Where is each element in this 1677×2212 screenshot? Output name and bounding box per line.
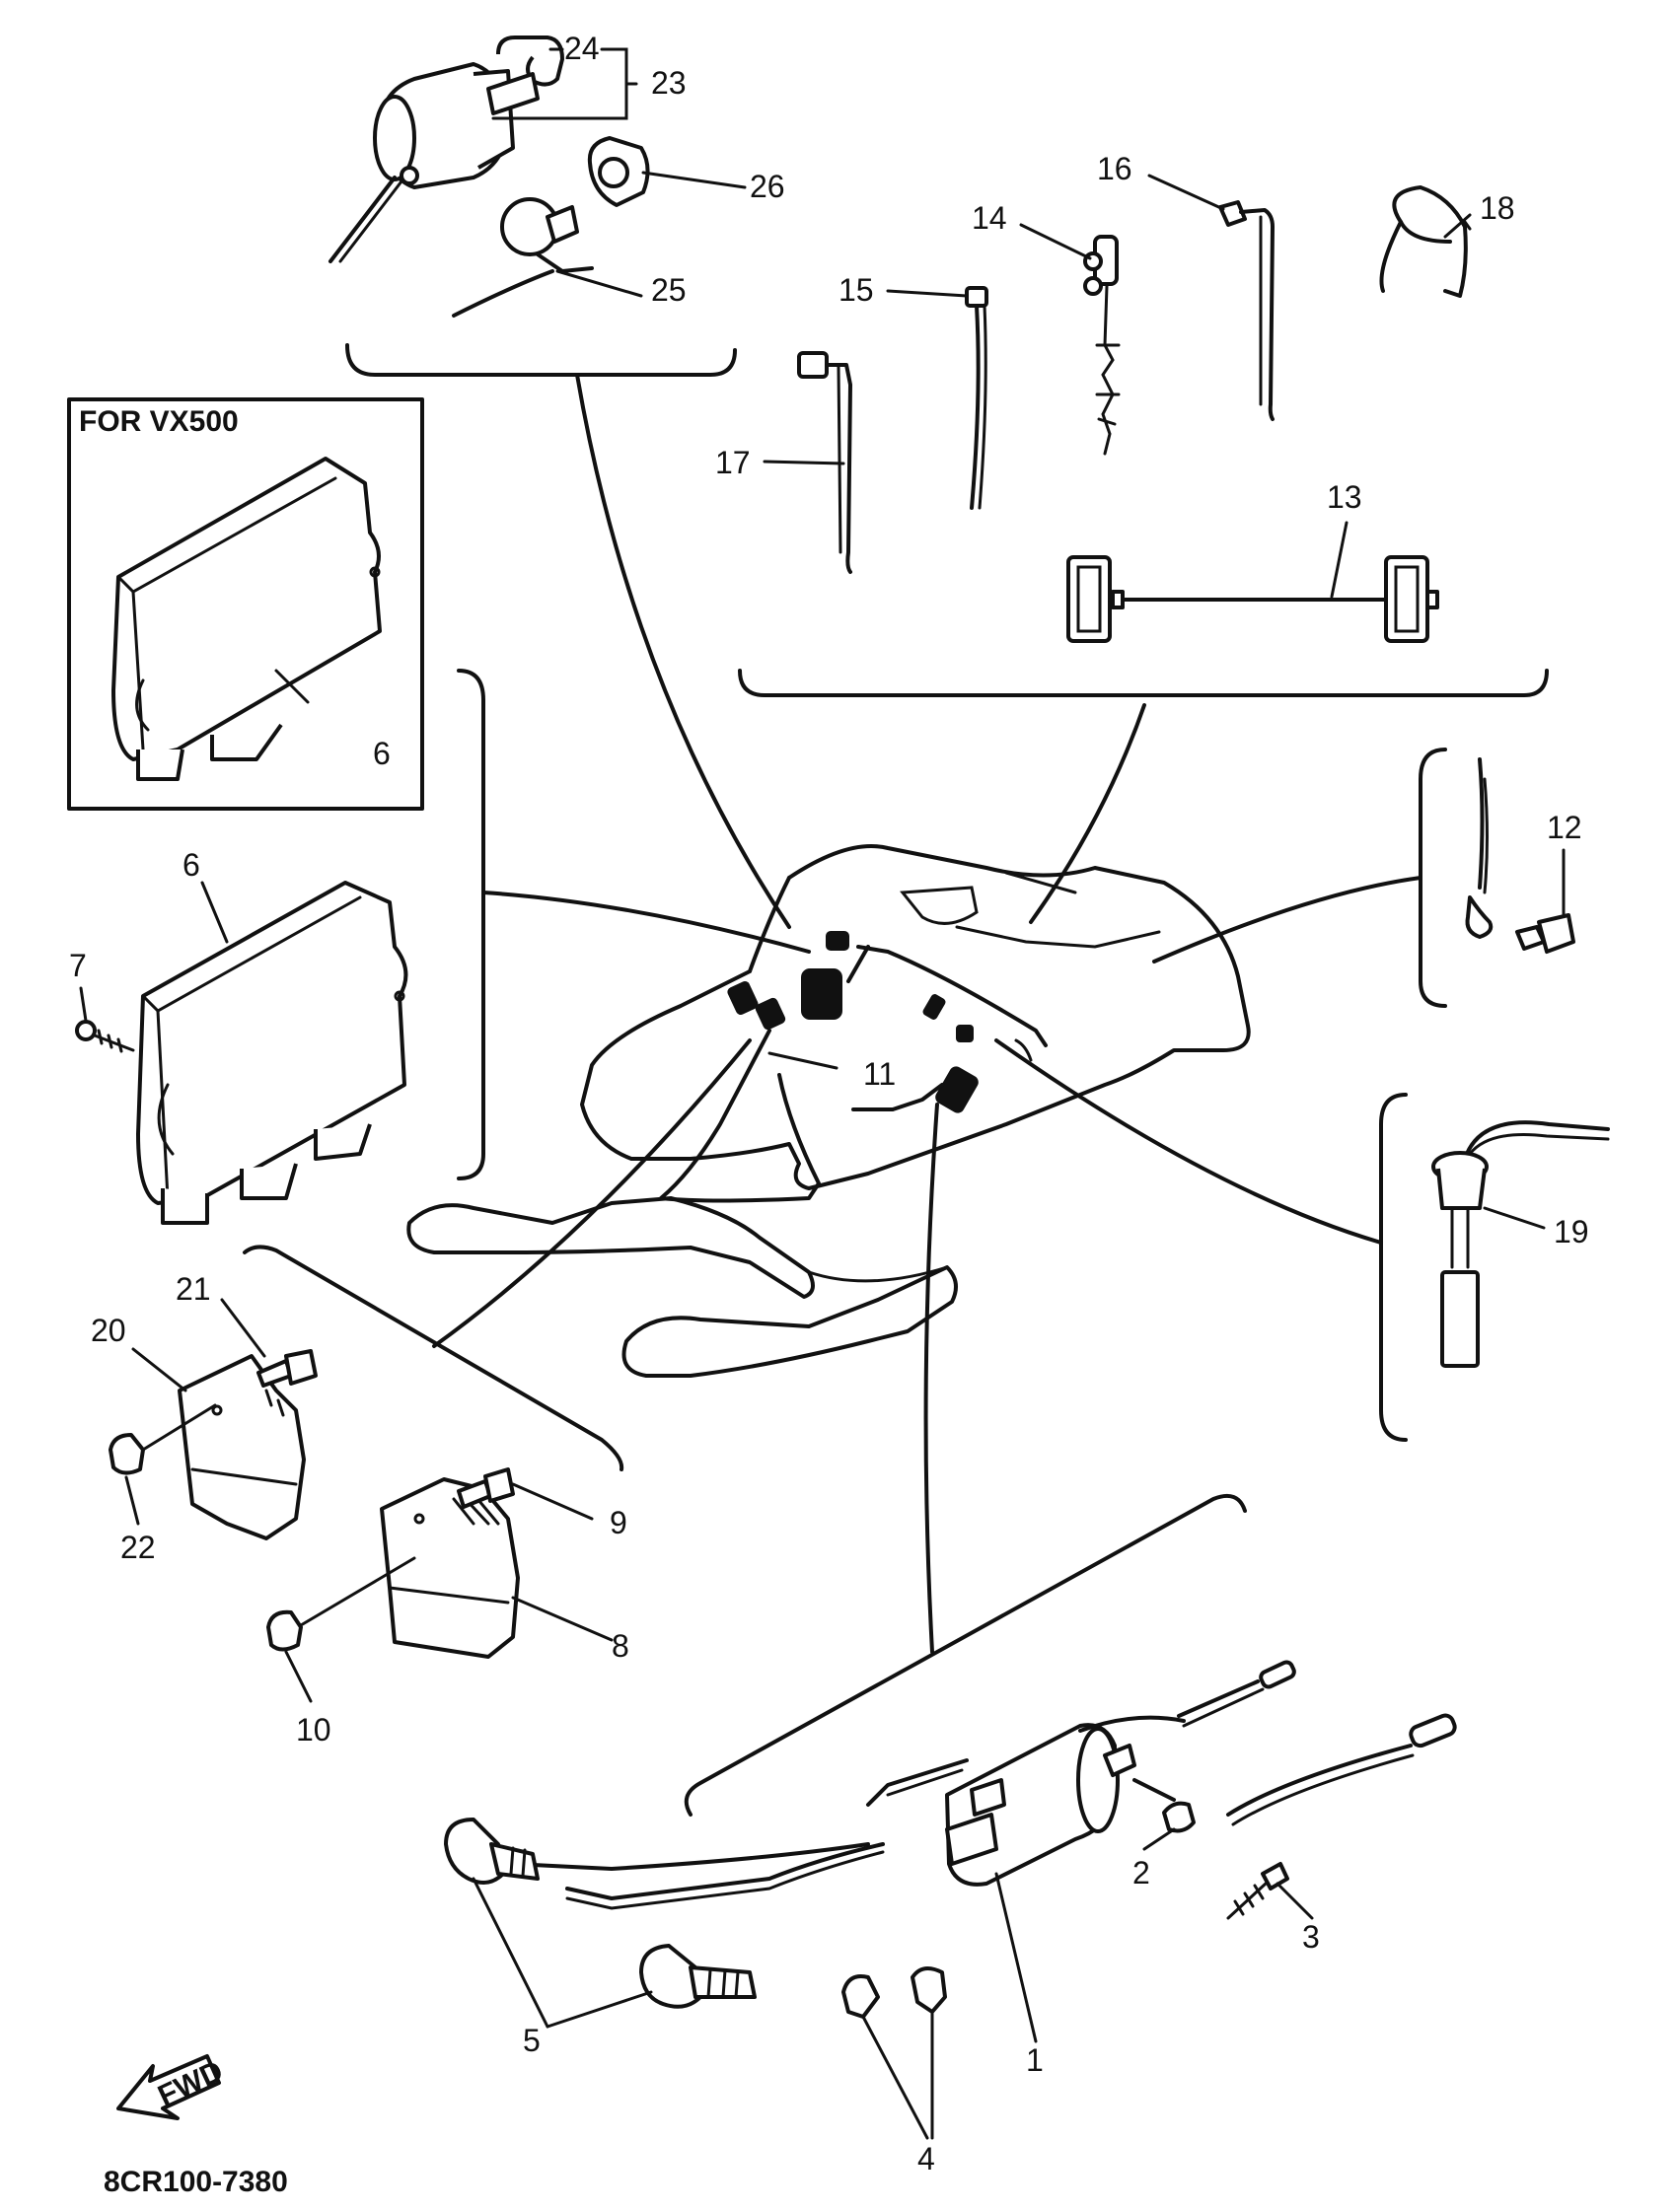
- unit-20: [178, 1354, 306, 1540]
- sender-19: [1431, 1120, 1610, 1368]
- callout-7: 7: [69, 948, 87, 983]
- screw-7: [75, 1020, 135, 1053]
- snowmobile-chassis: [406, 844, 1251, 1378]
- plug-14: [1083, 235, 1121, 456]
- callout-leaders: [79, 47, 1566, 2140]
- wire-16: [1218, 200, 1275, 421]
- nut-22: [109, 1433, 145, 1475]
- callout-13: 13: [1327, 479, 1362, 515]
- callout-18: 18: [1480, 190, 1515, 226]
- ecu-6: [136, 881, 408, 1225]
- callout-9: 9: [610, 1505, 627, 1540]
- callout-11: 11: [863, 1056, 896, 1092]
- connector-17: [797, 351, 852, 574]
- callout-24: 24: [564, 31, 600, 66]
- wire-harness: [659, 931, 1048, 1203]
- plug-cap-5a: [444, 1818, 540, 1885]
- screw-3: [1226, 1862, 1289, 1920]
- clip-18: [1379, 185, 1468, 298]
- ignition-coil-1: [511, 1660, 1457, 1910]
- inset-caption: FOR VX500: [79, 405, 239, 438]
- wire-15: [965, 286, 988, 510]
- callout-14: 14: [972, 200, 1007, 236]
- ground-lead: [1465, 757, 1494, 939]
- callout-5: 5: [523, 2023, 541, 2058]
- callout-23: 23: [651, 65, 687, 101]
- bolt-9: [457, 1467, 515, 1509]
- figure-code: 8CR100-7380: [104, 2166, 288, 2198]
- callout-15: 15: [838, 272, 874, 308]
- callout-21: 21: [176, 1271, 211, 1307]
- unit-8: [380, 1477, 520, 1659]
- callout-16: 16: [1097, 151, 1132, 186]
- callout-labels: 1 2 3 4 5 6 6 7 8 9 10 11 12 13 14 15 16…: [69, 31, 1589, 2176]
- callout-26: 26: [750, 169, 785, 204]
- bolt-12: [1515, 913, 1575, 954]
- vx500-inset: FOR VX500: [67, 397, 424, 811]
- callout-6-inset: 6: [373, 736, 391, 771]
- callout-2: 2: [1132, 1855, 1150, 1891]
- key-24: [486, 36, 564, 115]
- bolt-21: [256, 1349, 318, 1388]
- callout-17: 17: [715, 445, 751, 480]
- callout-10: 10: [296, 1712, 331, 1748]
- forward-arrow: FWD: [116, 2054, 228, 2120]
- callout-19: 19: [1554, 1214, 1589, 1249]
- main-switch-23: [328, 62, 515, 263]
- kill-switch-25: [452, 197, 594, 318]
- callout-8: 8: [612, 1628, 629, 1664]
- plug-cap-5b: [639, 1944, 757, 2009]
- terminal-2: [1162, 1801, 1196, 1833]
- callout-22: 22: [120, 1530, 156, 1565]
- clamp-4: [841, 1966, 947, 2019]
- group-brackets: [243, 343, 1549, 1817]
- callout-12: 12: [1547, 810, 1582, 845]
- callout-6: 6: [182, 847, 200, 883]
- callout-3: 3: [1302, 1919, 1320, 1955]
- nut-10: [266, 1609, 303, 1652]
- callout-1: 1: [1026, 2042, 1044, 2078]
- collar-26: [587, 136, 650, 207]
- callout-20: 20: [91, 1313, 126, 1348]
- callout-25: 25: [651, 272, 687, 308]
- callout-4: 4: [917, 2141, 935, 2176]
- wire-lead-13: [1066, 555, 1439, 643]
